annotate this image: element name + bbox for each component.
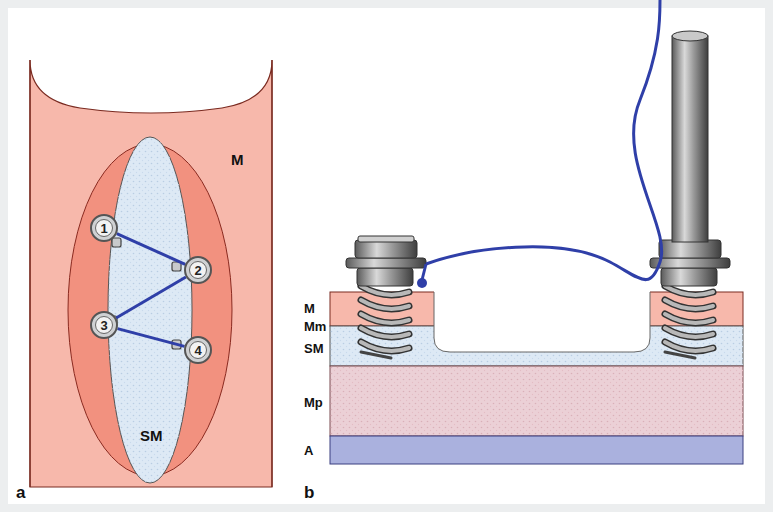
suture-connector [116, 277, 186, 318]
callout-number: 4 [189, 341, 207, 359]
layer-label: SM [140, 428, 163, 443]
adventitia-layer [330, 436, 743, 464]
clip-head: 1 [90, 214, 118, 242]
layer-label: M [231, 152, 244, 167]
anchor-clip-right [650, 31, 730, 358]
layer-label: SM [304, 342, 324, 355]
clip-head: 2 [184, 256, 212, 284]
callout-number: 1 [95, 219, 113, 237]
clip-head: 4 [184, 336, 212, 364]
callout-number: 2 [189, 261, 207, 279]
submucosa-defect [108, 137, 192, 483]
clip-head: 3 [90, 311, 118, 339]
muscularis-layer [330, 366, 743, 436]
layer-label: Mm [304, 320, 326, 333]
panel-letter: a [16, 484, 25, 501]
resection-defect [434, 291, 650, 352]
callout-number: 3 [95, 316, 113, 334]
applicator-shaft [672, 36, 708, 242]
layer-label: Mp [304, 396, 323, 409]
anchor-clip-left [346, 236, 426, 358]
layer-label: M [304, 302, 315, 315]
panel-ground [8, 8, 765, 504]
panel-letter: b [304, 484, 314, 501]
suture-line [426, 0, 662, 280]
tube-mucosa [30, 60, 272, 487]
suture-connector [118, 329, 185, 347]
layer-label: A [304, 444, 313, 457]
suture-connector [117, 234, 185, 265]
